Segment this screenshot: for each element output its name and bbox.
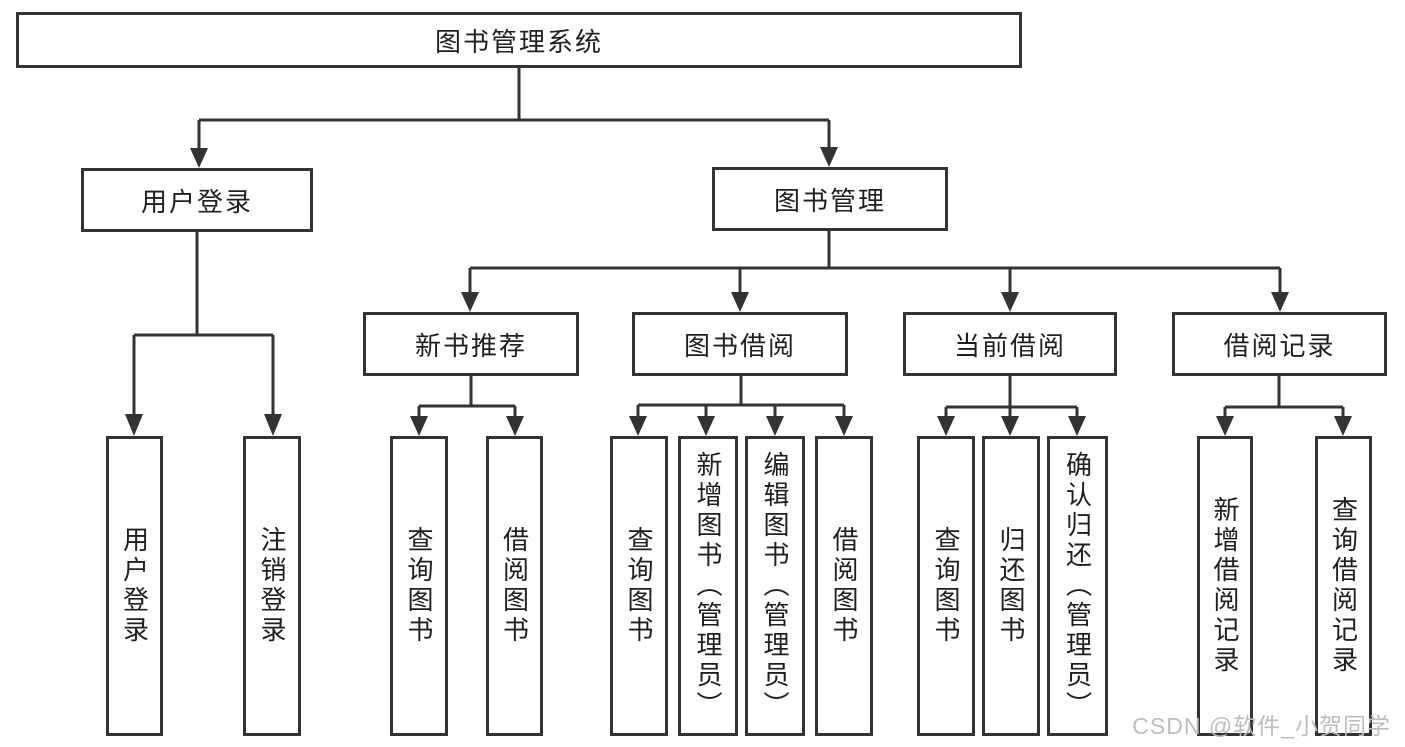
node-label: 查询图书: [624, 526, 654, 646]
node-search-books-recommend: 查询图书: [390, 436, 448, 736]
node-label: 借阅图书: [829, 526, 859, 646]
node-search-books-current: 查询图书: [917, 436, 975, 736]
node-library-management-system: 图书管理系统: [16, 12, 1022, 68]
node-label: 编辑图书（管理员）: [760, 451, 790, 721]
node-label: 注销登录: [257, 526, 287, 646]
node-user-login-action: 用户登录: [106, 436, 163, 736]
node-search-books-borrowing: 查询图书: [610, 436, 668, 736]
node-label: 图书借阅: [683, 330, 796, 361]
node-label: 图书管理系统: [434, 26, 603, 57]
node-logout-action: 注销登录: [243, 436, 301, 736]
node-label: 用户登录: [119, 526, 150, 646]
node-borrowing-records: 借阅记录: [1172, 312, 1387, 376]
arrowhead-icons: [125, 147, 1352, 436]
node-current-borrowing: 当前借阅: [903, 312, 1117, 376]
node-label: 图书管理: [773, 185, 886, 216]
node-add-borrow-record: 新增借阅记录: [1197, 436, 1253, 736]
node-label: 用户登录: [140, 186, 253, 217]
node-new-book-recommend: 新书推荐: [363, 312, 579, 376]
node-label: 新增借阅记录: [1210, 496, 1240, 676]
node-label: 查询借阅记录: [1328, 496, 1359, 676]
node-confirm-return-admin: 确认归还（管理员）: [1047, 436, 1108, 736]
node-return-books: 归还图书: [982, 436, 1040, 736]
node-user-login: 用户登录: [81, 168, 313, 232]
csdn-watermark: CSDN @软件_小贺同学: [1132, 713, 1391, 739]
node-label: 当前借阅: [953, 330, 1066, 361]
node-label: 查询图书: [404, 526, 434, 646]
node-borrow-books-borrowing: 借阅图书: [815, 436, 873, 736]
node-book-management: 图书管理: [712, 167, 948, 231]
node-borrow-books-recommend: 借阅图书: [486, 436, 543, 736]
node-add-book-admin: 新增图书（管理员）: [678, 436, 738, 736]
node-label: 借阅图书: [499, 526, 530, 646]
node-label: 新增图书（管理员）: [693, 451, 723, 721]
node-label: 归还图书: [996, 526, 1026, 646]
node-search-borrow-record: 查询借阅记录: [1315, 436, 1372, 736]
node-label: 借阅记录: [1223, 330, 1336, 361]
node-edit-book-admin: 编辑图书（管理员）: [745, 436, 805, 736]
node-book-borrowing: 图书借阅: [632, 312, 848, 376]
node-label: 新书推荐: [414, 330, 527, 361]
node-label: 确认归还（管理员）: [1062, 451, 1093, 721]
node-label: 查询图书: [931, 526, 961, 646]
